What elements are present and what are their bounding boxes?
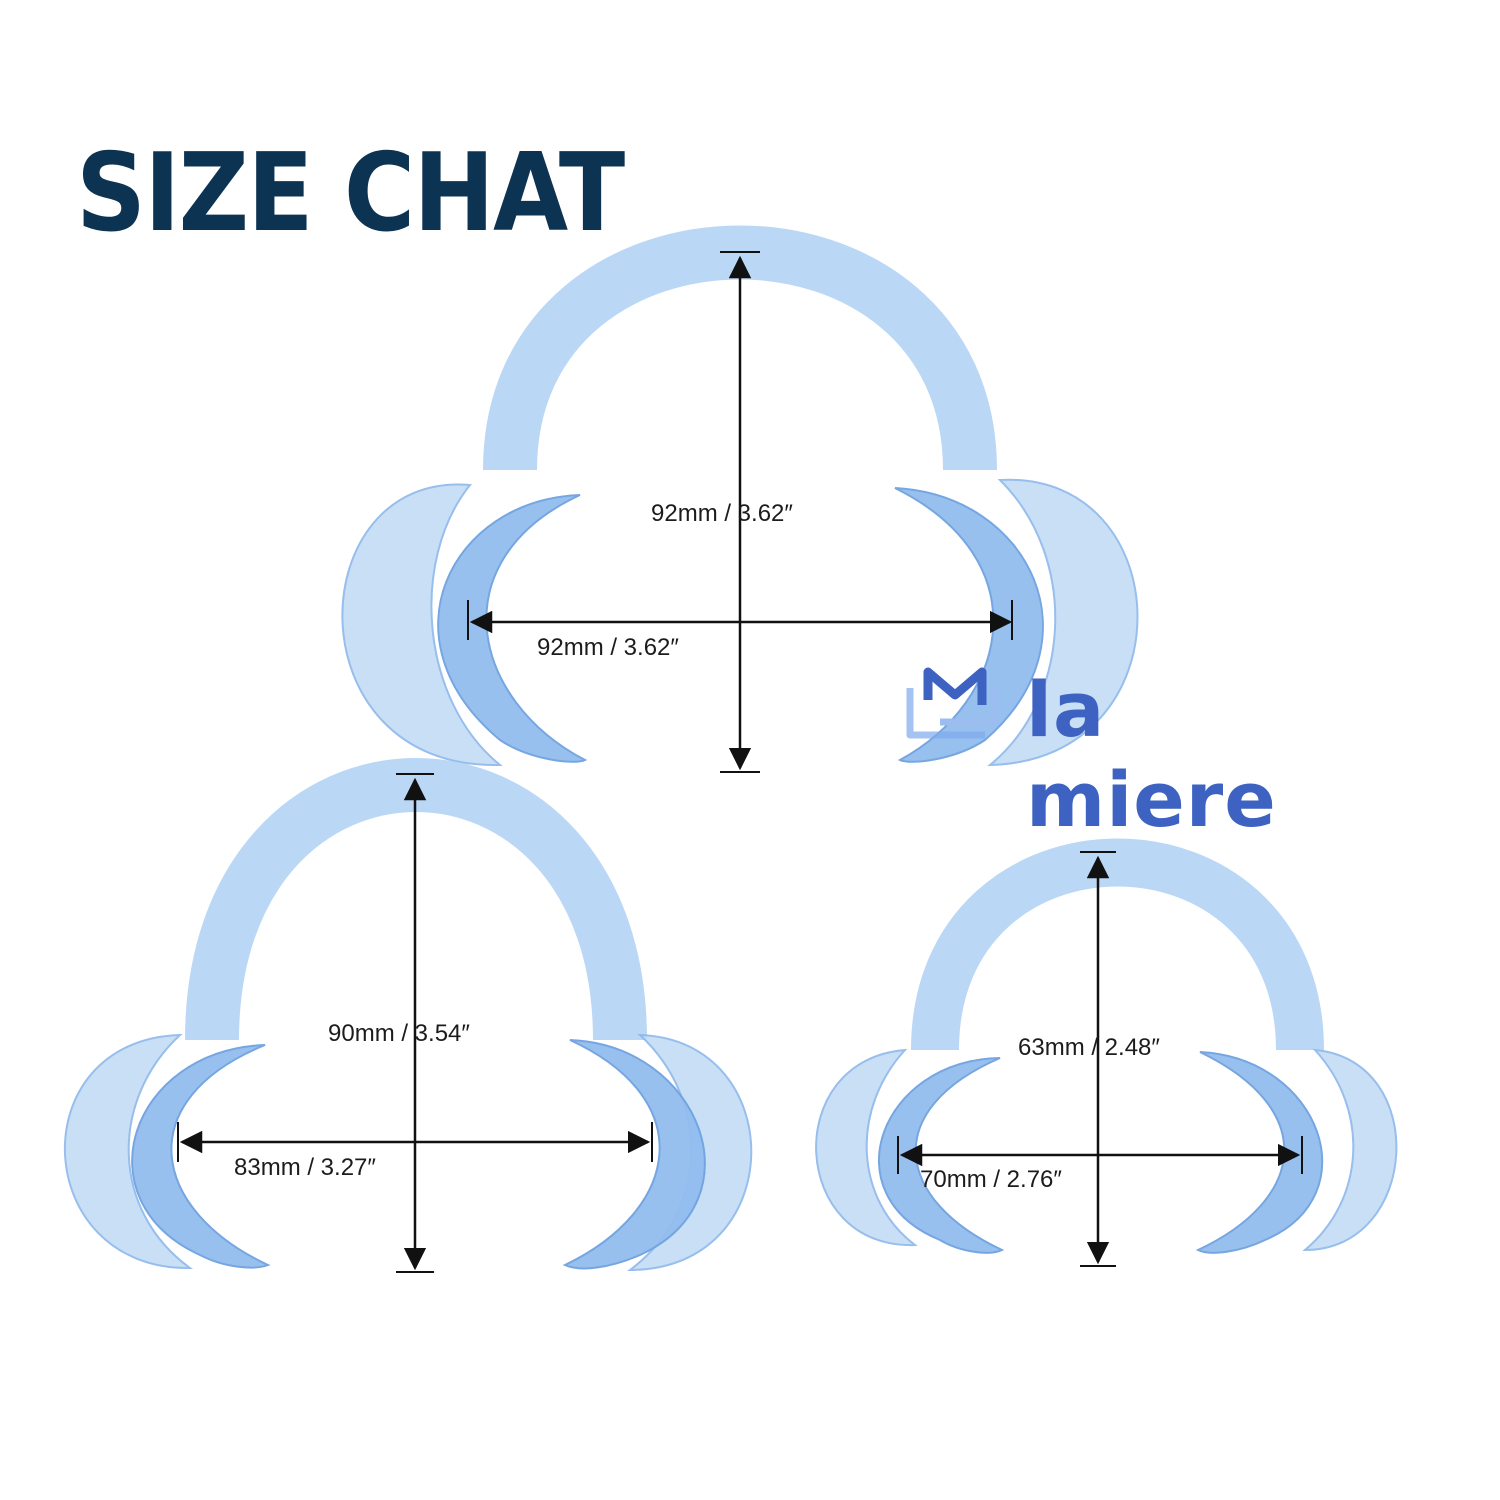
brand-monogram-icon: [906, 667, 999, 739]
large-height-label: 92mm / 3.62″: [651, 500, 793, 527]
large-width-label: 92mm / 3.62″: [537, 634, 679, 661]
large-retractor-right-flange: [987, 478, 1139, 767]
small-width-label: 70mm / 2.76″: [920, 1166, 1062, 1193]
medium-retractor: [64, 758, 753, 1273]
medium-retractor-left-lip: [131, 1044, 271, 1269]
medium-height-label: 90mm / 3.54″: [328, 1020, 470, 1047]
small-retractor-arch: [911, 838, 1324, 1051]
large-retractor: [341, 225, 1139, 773]
small-height-label: 63mm / 2.48″: [1018, 1034, 1160, 1061]
large-retractor-left-flange: [341, 483, 503, 767]
small-retractor-right-lip: [1195, 1051, 1324, 1254]
medium-retractor-right-lip: [562, 1039, 706, 1270]
page-title: SIZE CHAT: [76, 131, 625, 256]
small-retractor-left-flange: [815, 1048, 918, 1247]
medium-width-label: 83mm / 3.27″: [234, 1154, 376, 1181]
large-retractor-right-lip: [894, 487, 1044, 763]
small-retractor-right-flange: [1302, 1048, 1398, 1252]
medium-retractor-left-flange: [64, 1033, 194, 1270]
brand-name-line-1: la: [1026, 665, 1106, 754]
large-retractor-left-lip: [437, 494, 588, 763]
brand-name-line-2: miere: [1026, 755, 1277, 844]
small-retractor: [815, 838, 1398, 1267]
small-retractor-left-lip: [878, 1057, 1005, 1254]
